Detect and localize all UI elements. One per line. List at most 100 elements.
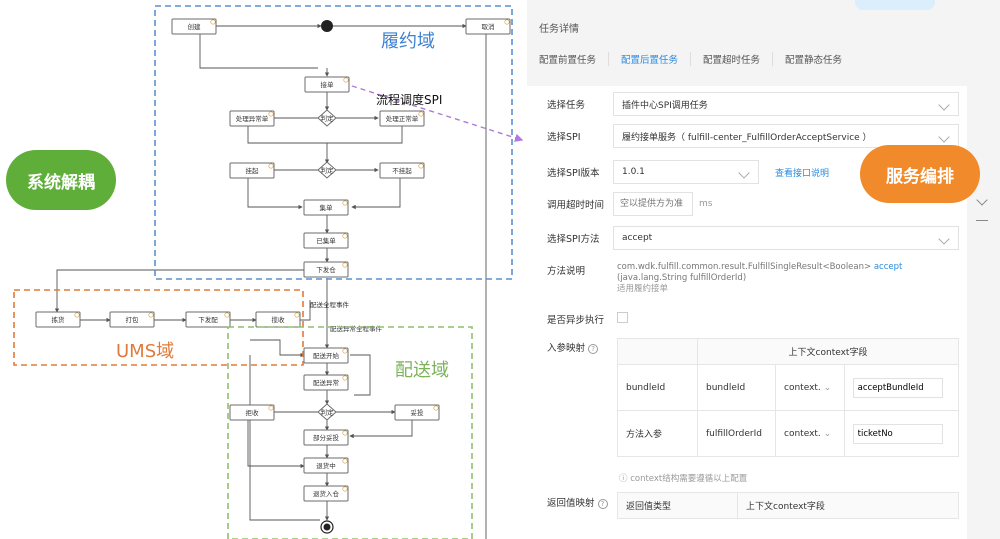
flow-node-label: 打包 [126,315,140,324]
flow-node-label: 下发仓 [316,265,336,274]
chevron-down-icon[interactable] [976,194,988,206]
flow-node-partial: 部分妥投 [303,429,349,446]
row-field-input[interactable] [852,423,943,444]
select-task-dropdown[interactable]: 插件中心SPI调用任务 [613,92,959,116]
spi-method-value: accept [622,233,653,243]
tab-pre-task[interactable]: 配置前置任务 [539,52,610,66]
flow-node-label: 已集单 [316,236,336,245]
panel-tabs: 配置前置任务 配置后置任务 配置超时任务 配置静态任务 [539,52,866,66]
flow-node-judge2: 判定 [317,161,337,179]
flow-node-label: 配送开始 [313,351,340,360]
timeout-input[interactable] [613,192,693,216]
help-icon[interactable]: ? [588,344,599,354]
select-task-label: 选择任务 [547,100,586,111]
chevron-down-icon [738,167,750,179]
method-signature-name: accept [873,262,903,272]
flow-node-label: 揽收 [272,315,286,324]
flow-node-returned: 退货入仓 [303,485,349,502]
flow-node-sign: 妥投 [394,404,440,421]
flow-node-deliver-start: 配送开始 [303,347,349,364]
method-desc-label: 方法说明 [547,266,586,277]
flow-node-label: 退货中 [316,461,336,470]
chevron-down-icon: ⌄ [823,428,832,439]
spi-callout-label: 流程调度SPI [376,93,443,107]
async-checkbox[interactable] [617,312,628,323]
tab-static-task[interactable]: 配置静态任务 [785,55,843,66]
flow-node-judge3: 判定 [317,403,337,421]
spi-version-dropdown[interactable]: 1.0.1 [613,160,759,184]
chevron-down-icon [938,131,950,143]
input-map-header-blank [617,338,698,365]
ums-domain-label: UMS域 [116,341,175,362]
flow-node-create: 创建 [171,18,217,35]
flow-node-label: 下发配 [198,315,218,324]
flow-node-gather: 集单 [303,199,349,216]
ums-domain-box [13,289,304,366]
method-signature-note: 适用履约接单 [617,284,669,294]
return-ctx-header: 上下文context字段 [737,492,959,519]
method-signature-params: (java.lang.String fulfillOrderId) [617,273,747,283]
flow-node-collect: 揽收 [255,311,301,328]
edge-label-deliver-all: 配送全程事件 [310,300,350,309]
tab-timeout-task[interactable]: 配置超时任务 [703,52,774,66]
view-interface-link[interactable]: 查看接口说明 [775,169,830,179]
flow-node-handle-norm: 处理正常单 [379,110,425,127]
spi-label: 选择SPI [547,132,581,143]
row-context-prefix: context. [784,382,821,393]
context-field-header: 上下文context字段 [697,338,959,365]
row-field-input[interactable] [852,377,943,398]
select-task-value: 插件中心SPI调用任务 [622,100,708,111]
flow-node-label: 部分妥投 [313,433,340,442]
flow-node-label: 拣货 [52,315,66,324]
async-label: 是否异步执行 [547,315,605,326]
return-type-header: 返回值类型 [617,492,738,519]
flow-node-label: 创建 [188,22,202,31]
flow-node-label: 退货入仓 [313,489,340,498]
flow-node-dispatch: 下发仓 [303,261,349,278]
row-name: bundleId [617,364,698,411]
timeout-unit: ms [699,199,713,209]
tab-post-task[interactable]: 配置后置任务 [621,52,692,66]
method-signature: com.wdk.fulfill.common.result.FulfillSin… [617,262,959,295]
spi-dropdown[interactable]: 履约接单服务（ fulfill-center_FulfillOrderAccep… [613,124,959,148]
row-context-select[interactable]: context. ⌄ [775,410,845,457]
flow-node-pack: 打包 [109,311,155,328]
input-map-label: 入参映射 ? [547,340,599,354]
start-node [321,20,333,32]
table-row: 方法入参 fulfillOrderId context. ⌄ [617,410,960,457]
row-context-prefix: context. [784,428,821,439]
flow-node-cancel: 取消 [465,18,511,35]
help-icon[interactable]: ? [597,499,608,509]
spi-method-label: 选择SPI方法 [547,234,600,245]
flow-node-label: 判定 [321,166,335,175]
task-detail-panel: 任务详情 配置前置任务 配置后置任务 配置超时任务 配置静态任务 选择任务 插件… [527,0,1000,539]
input-map-label-text: 入参映射 [547,343,586,354]
spi-method-dropdown[interactable]: accept [613,226,959,250]
top-decoration [855,0,935,10]
orchestrate-cloud: 服务编排 [860,145,980,203]
decouple-cloud: 系统解耦 [6,150,116,210]
input-map-table: 上下文context字段 bundleId bundleId context. … [617,338,960,457]
fulfill-domain-label: 履约域 [381,31,435,52]
flow-node-hang: 挂起 [229,162,275,179]
minus-icon[interactable] [976,220,988,221]
flow-node-label: 判定 [321,408,335,417]
row-context-select[interactable]: context. ⌄ [775,364,845,411]
flow-node-gathered: 已集单 [303,232,349,249]
flow-edges [54,23,487,539]
delivery-domain-box [227,326,473,539]
flow-node-deliver-abn: 配送异常 [303,374,349,391]
flow-node-label: 处理正常单 [386,114,419,123]
chevron-down-icon [938,233,950,245]
row-param: fulfillOrderId [696,410,777,457]
table-row: bundleId bundleId context. ⌄ [617,364,960,411]
flow-node-pick: 拣货 [35,311,81,328]
panel-title: 任务详情 [539,24,579,35]
flow-node-accept: 接单 [304,76,350,93]
flow-node-label: 妥投 [411,408,425,417]
spi-version-value: 1.0.1 [622,167,645,177]
spi-callout-arrow [351,85,524,142]
timeout-label: 调用超时时间 [547,200,605,211]
flow-node-reject: 拒收 [229,404,275,421]
